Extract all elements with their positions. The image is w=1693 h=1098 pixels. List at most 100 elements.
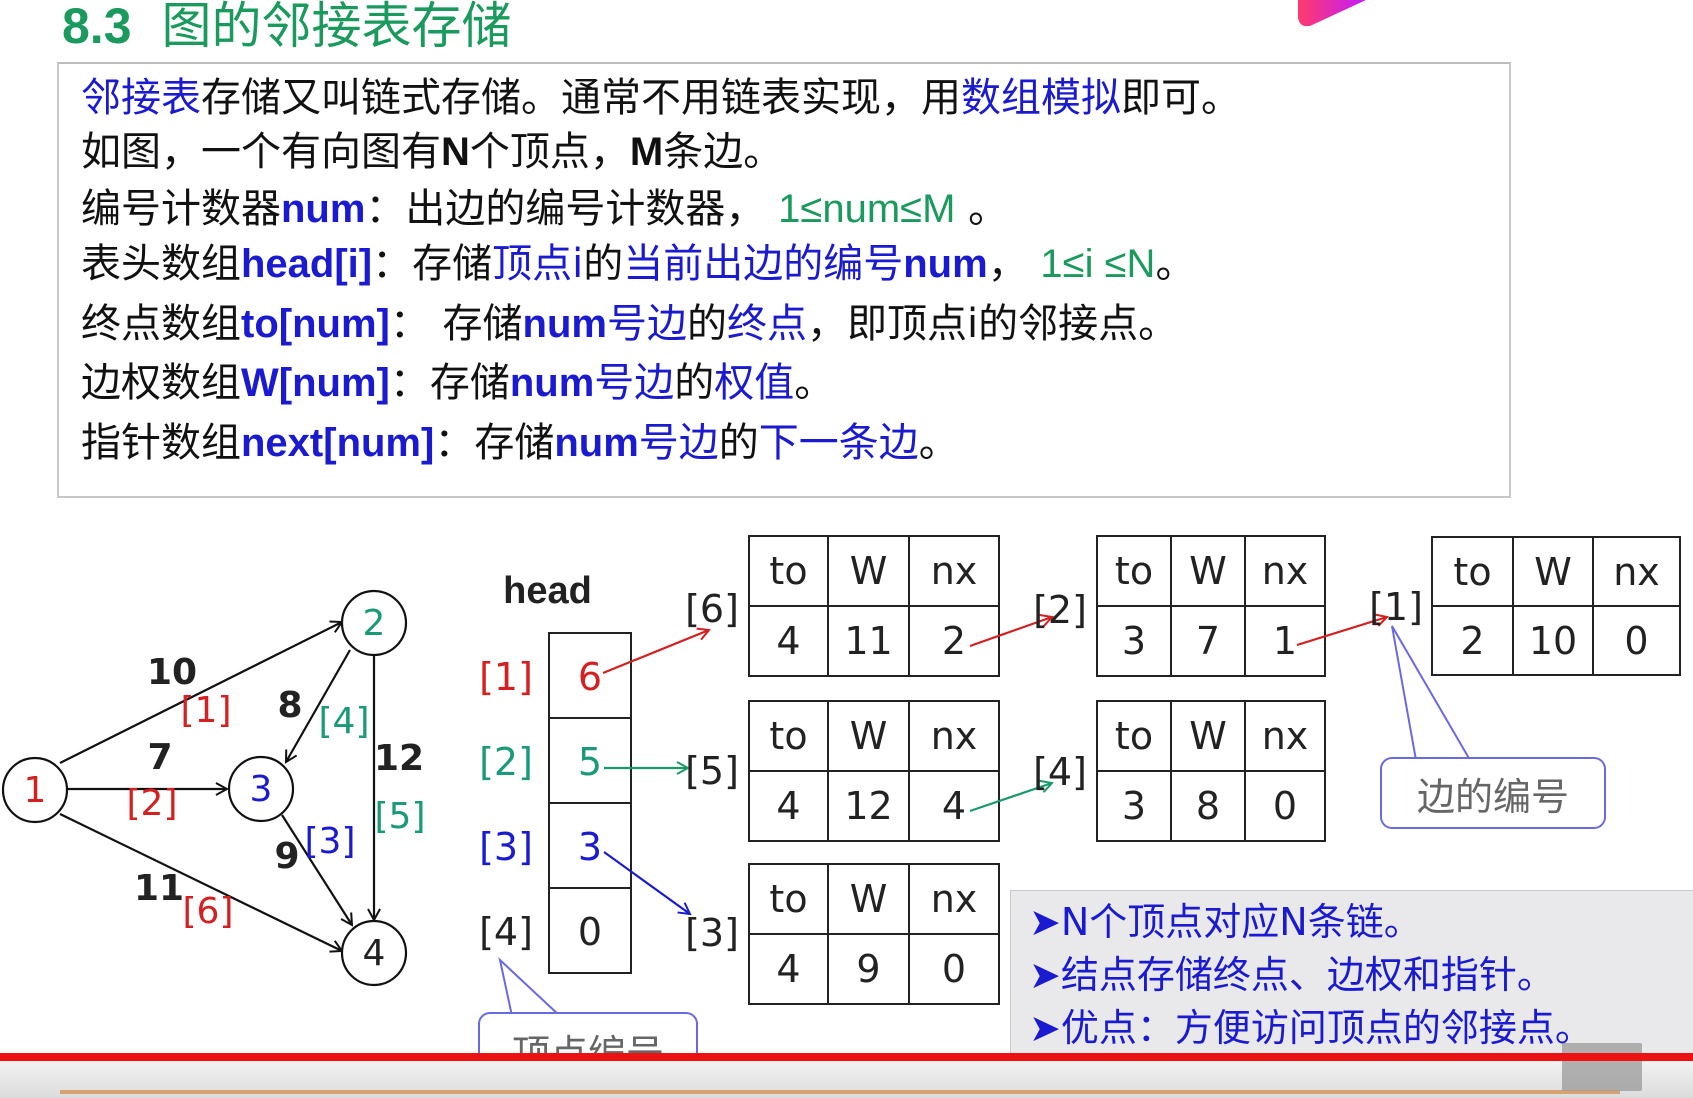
- definition-segment: 号边: [606, 301, 687, 347]
- summary-item-1: ➤N个顶点对应N条链。: [1029, 900, 1422, 944]
- definition-line-5: 终点数组to[num]： 存储num号边的终点，即顶点i的邻接点。: [81, 299, 1178, 349]
- table3-header-to: to: [769, 877, 808, 921]
- definition-segment: ，即顶点i的邻接点。: [806, 301, 1179, 347]
- definition-segment: next[num]: [241, 421, 435, 465]
- graph-node-2: 2: [362, 602, 386, 644]
- player-control-button[interactable]: [1562, 1043, 1642, 1091]
- table3-header-nx: nx: [930, 877, 978, 921]
- edge-index-5: [5]: [374, 795, 426, 837]
- edge-label-3: [3]: [685, 911, 739, 955]
- definition-segment: 指针数组: [81, 420, 241, 466]
- definition-segment: 表头数组: [81, 241, 241, 287]
- definition-segment: num: [281, 187, 366, 231]
- definition-segment: W[num]: [241, 361, 390, 405]
- definition-segment: num: [522, 302, 607, 346]
- edge-label-2: [2]: [1033, 588, 1087, 632]
- table3-header-w: W: [849, 877, 888, 921]
- definition-line-1: 邻接表存储又叫链式存储。通常不用链表实现，用数组模拟即可。: [81, 73, 1241, 123]
- definition-segment: num: [554, 421, 639, 465]
- table6-header-to: to: [769, 549, 808, 593]
- edge-label-5: [5]: [685, 749, 739, 793]
- definition-segment: 。: [955, 186, 1009, 232]
- graph-node-3: 3: [249, 768, 273, 810]
- edge-index-3: [3]: [304, 820, 356, 862]
- summary-item-3: ➤优点：方便访问顶点的邻接点。: [1029, 1006, 1593, 1050]
- slide-bottom-rule: [60, 1090, 1620, 1094]
- definition-line-7: 指针数组next[num]：存储num号边的下一条边。: [81, 418, 959, 468]
- definition-segment: 如图，一个有向图有: [81, 129, 441, 175]
- edge-label-1: [1]: [1369, 585, 1423, 629]
- definition-line-2: 如图，一个有向图有N个顶点，M条边。: [81, 127, 783, 177]
- table1-nx: 0: [1624, 618, 1649, 663]
- definition-segment: 1≤i ≤N: [1040, 242, 1156, 286]
- table3-to: 4: [776, 947, 801, 991]
- table4-to: 3: [1121, 784, 1147, 828]
- table2-header-w: W: [1189, 549, 1227, 593]
- definition-segment: 的: [674, 360, 715, 406]
- table2-nx: 1: [1272, 619, 1298, 663]
- definition-segment: 号边: [638, 420, 719, 466]
- summary-item-2: ➤结点存储终点、边权和指针。: [1029, 953, 1555, 997]
- head-index-2: [2]: [479, 740, 533, 784]
- edge-weight-6: 11: [133, 867, 185, 909]
- definition-segment: 号边: [594, 360, 675, 406]
- definition-segment: 终点数组: [81, 301, 241, 347]
- table5-header-nx: nx: [930, 714, 978, 758]
- bullet-arrow-icon: ➤: [1029, 1006, 1061, 1050]
- definition-segment: 的: [718, 420, 759, 466]
- definition-segment: ，: [987, 241, 1041, 287]
- table4-header-to: to: [1114, 714, 1154, 758]
- table5-nx: 4: [941, 784, 967, 828]
- head-index-3: [3]: [479, 825, 533, 869]
- edge-index-1: [1]: [180, 689, 232, 731]
- definition-segment: M: [629, 130, 664, 174]
- edge-index-6: [6]: [182, 890, 234, 932]
- definition-segment: to[num]: [241, 302, 390, 346]
- graph-node-1: 1: [23, 769, 47, 811]
- section-number: 8.3: [62, 0, 132, 54]
- definition-segment: 终点: [726, 301, 807, 347]
- head-value-1: 6: [577, 655, 603, 699]
- definition-line-4: 表头数组head[i]：存储顶点i的当前出边的编号num， 1≤i ≤N。: [81, 239, 1195, 289]
- head-value-4: 0: [577, 910, 603, 954]
- definition-box: 邻接表存储又叫链式存储。通常不用链表实现，用数组模拟即可。 如图，一个有向图有N…: [57, 62, 1511, 498]
- table3-nx: 0: [941, 947, 967, 991]
- definition-line-3: 编号计数器num：出边的编号计数器， 1≤num≤M 。: [81, 184, 1008, 234]
- table2-w: 7: [1195, 619, 1221, 663]
- video-progress-bar[interactable]: [0, 1053, 1693, 1061]
- definition-segment: num: [509, 361, 595, 405]
- definition-segment: 当前出边的编号: [623, 241, 904, 287]
- table4-w: 8: [1195, 784, 1221, 828]
- table1-header-w: W: [1534, 549, 1572, 594]
- table5-w: 12: [844, 784, 893, 828]
- table2-header-nx: nx: [1261, 549, 1309, 593]
- definition-segment: 个顶点，: [469, 129, 630, 175]
- definition-segment: 权值: [714, 360, 795, 406]
- table6-w: 11: [844, 619, 893, 663]
- head-label: head: [503, 569, 592, 612]
- definition-line-6: 边权数组W[num]：存储num号边的权值。: [81, 358, 834, 408]
- definition-segment: head[i]: [241, 242, 373, 286]
- table3-w: 9: [856, 947, 881, 991]
- edge-label-6: [6]: [685, 587, 739, 631]
- vertex-number-callout-tail: [498, 957, 563, 1017]
- bullet-arrow-icon: ➤: [1029, 900, 1061, 944]
- definition-segment: 下一条边: [758, 420, 919, 466]
- table2-to: 3: [1121, 619, 1147, 663]
- edge-weight-3: 9: [274, 835, 300, 877]
- table5-to: 4: [776, 784, 801, 828]
- head-value-2: 5: [577, 740, 603, 784]
- definition-segment: 。: [918, 420, 959, 466]
- definition-segment: 即可。: [1121, 75, 1241, 121]
- definition-segment: ：存储: [389, 360, 510, 406]
- head-value-3: 3: [577, 825, 603, 869]
- bullet-arrow-icon: ➤: [1029, 953, 1061, 997]
- table1-to: 2: [1460, 618, 1485, 663]
- edge-weight-5: 12: [373, 737, 425, 779]
- table5-header-w: W: [849, 714, 888, 758]
- table4-header-w: W: [1189, 714, 1227, 758]
- definition-segment: ： 存储: [389, 301, 523, 347]
- graph-node-4: 4: [362, 932, 386, 974]
- definition-segment: N: [441, 130, 470, 174]
- table1-header-to: to: [1453, 549, 1492, 594]
